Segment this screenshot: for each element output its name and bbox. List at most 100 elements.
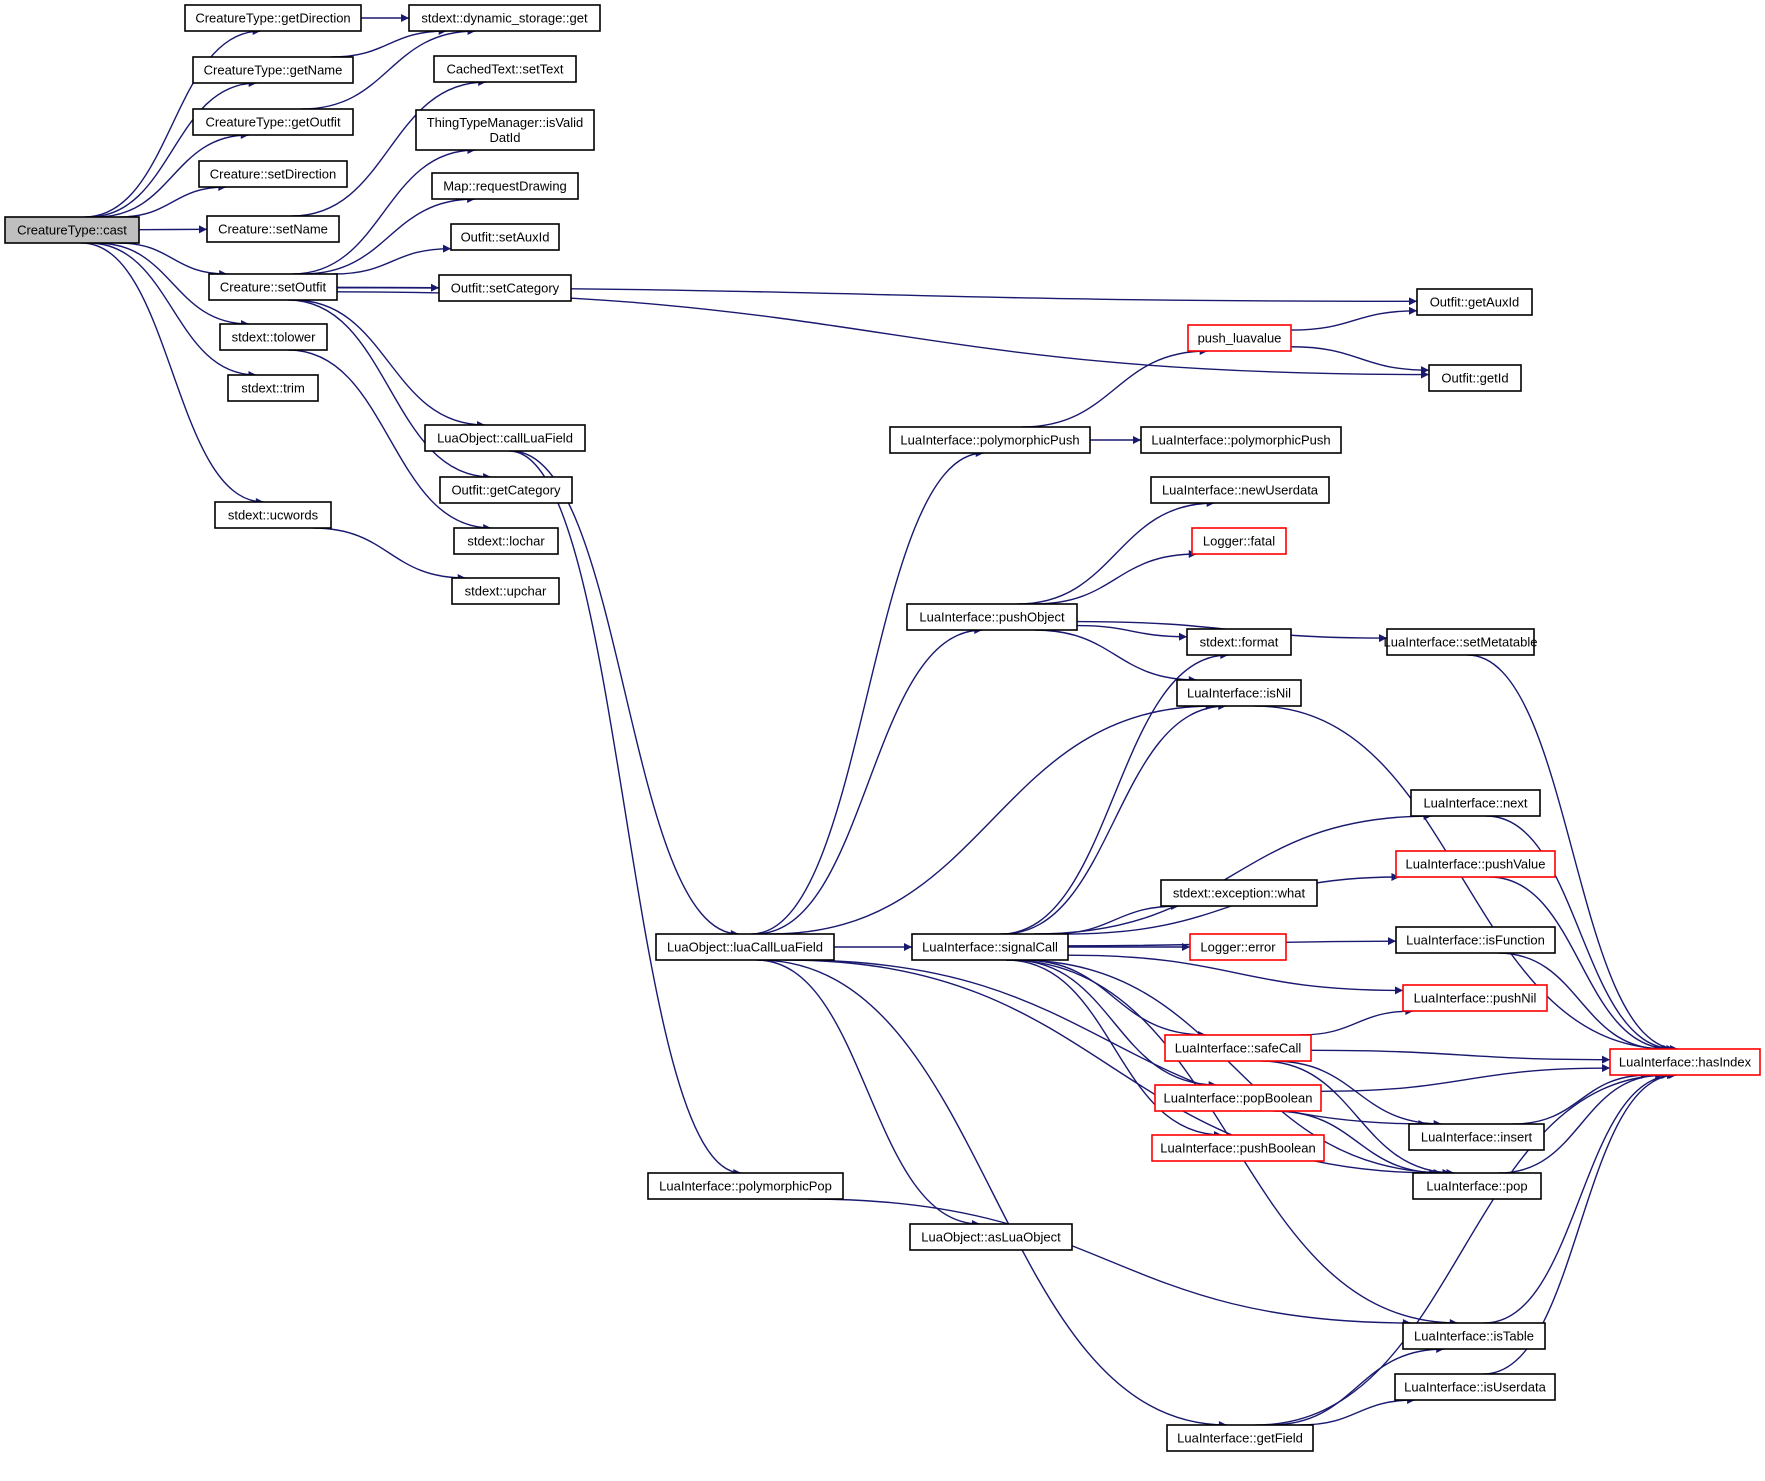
edge-polyPush1-to-push_luavalue bbox=[1021, 347, 1208, 428]
edge-signalCall-to-pushNil bbox=[1067, 954, 1404, 995]
node-luaCallLuaField[interactable]: LuaObject::luaCallLuaField bbox=[655, 933, 835, 961]
node-fatal[interactable]: Logger::fatal bbox=[1191, 527, 1287, 555]
edge-callLuaField-to-luaCallLuaField bbox=[511, 450, 739, 938]
node-getDirection[interactable]: CreatureType::getDirection bbox=[184, 4, 362, 32]
edge-cast-to-tolower bbox=[96, 242, 250, 328]
node-setName[interactable]: Creature::setName bbox=[206, 215, 340, 243]
node-setText[interactable]: CachedText::setText bbox=[433, 55, 577, 83]
node-label: stdext::tolower bbox=[232, 330, 316, 345]
node-what[interactable]: stdext::exception::what bbox=[1160, 879, 1318, 907]
node-getName[interactable]: CreatureType::getName bbox=[192, 56, 354, 84]
node-label: stdext::trim bbox=[241, 381, 305, 396]
node-label: Outfit::getId bbox=[1441, 371, 1508, 386]
node-label: LuaInterface::polymorphicPop bbox=[659, 1179, 832, 1194]
node-callLuaField[interactable]: LuaObject::callLuaField bbox=[424, 424, 586, 452]
edge-pushValue-to-hasIndex bbox=[1489, 876, 1672, 1053]
edge-pushObject-to-format bbox=[1076, 624, 1188, 641]
edge-safeCall-to-hasIndex bbox=[1310, 1049, 1611, 1064]
node-pushValue[interactable]: LuaInterface::pushValue bbox=[1395, 850, 1556, 878]
edge-cast-to-trim bbox=[88, 242, 257, 379]
node-push_luavalue[interactable]: push_luavalue bbox=[1187, 324, 1292, 352]
node-setAuxId[interactable]: Outfit::setAuxId bbox=[450, 223, 560, 251]
node-label: push_luavalue bbox=[1198, 331, 1282, 346]
edge-safeCall-to-pushNil bbox=[1299, 1007, 1414, 1036]
node-label: LuaInterface::pushNil bbox=[1414, 991, 1537, 1006]
node-label: Outfit::setAuxId bbox=[461, 230, 550, 245]
node-asLuaObject[interactable]: LuaObject::asLuaObject bbox=[909, 1223, 1073, 1251]
node-pop[interactable]: LuaInterface::pop bbox=[1412, 1172, 1542, 1200]
edge-popBoolean-to-pop bbox=[1273, 1110, 1442, 1177]
edge-isUserdata-to-hasIndex bbox=[1483, 1071, 1677, 1375]
node-label: Creature::setDirection bbox=[210, 167, 336, 182]
node-isNil[interactable]: LuaInterface::isNil bbox=[1176, 679, 1302, 707]
edges bbox=[81, 14, 1679, 1429]
node-pushNil[interactable]: LuaInterface::pushNil bbox=[1402, 984, 1548, 1012]
node-label: LuaInterface::next bbox=[1423, 796, 1527, 811]
node-getField[interactable]: LuaInterface::getField bbox=[1166, 1424, 1314, 1452]
edge-callLuaField-to-polymorphicPop bbox=[509, 450, 742, 1177]
node-safeCall[interactable]: LuaInterface::safeCall bbox=[1164, 1034, 1312, 1062]
node-insert[interactable]: LuaInterface::insert bbox=[1408, 1123, 1545, 1151]
node-pushObject[interactable]: LuaInterface::pushObject bbox=[906, 603, 1078, 631]
node-label: Map::requestDrawing bbox=[443, 179, 567, 194]
node-newUserdata[interactable]: LuaInterface::newUserdata bbox=[1150, 476, 1330, 504]
node-polyPush1[interactable]: LuaInterface::polymorphicPush bbox=[889, 426, 1091, 454]
node-label: CreatureType::cast bbox=[17, 223, 127, 238]
node-label: LuaObject::callLuaField bbox=[437, 431, 573, 446]
node-label: LuaInterface::isFunction bbox=[1406, 933, 1545, 948]
edge-cast-to-getDirection bbox=[84, 27, 261, 218]
node-next[interactable]: LuaInterface::next bbox=[1410, 789, 1541, 817]
edge-luaCallLuaField-to-pushObject bbox=[754, 626, 983, 935]
node-isTable[interactable]: LuaInterface::isTable bbox=[1402, 1322, 1546, 1350]
edge-setName-to-setText bbox=[291, 78, 487, 217]
node-setDirection[interactable]: Creature::setDirection bbox=[198, 160, 348, 188]
node-label: LuaInterface::pushValue bbox=[1406, 857, 1546, 872]
edge-next-to-hasIndex bbox=[1486, 815, 1675, 1053]
node-setCategory[interactable]: Outfit::setCategory bbox=[438, 274, 572, 302]
node-setMetatable[interactable]: LuaInterface::setMetatable bbox=[1384, 628, 1538, 656]
node-upchar[interactable]: stdext::upchar bbox=[451, 577, 560, 605]
node-getCategory[interactable]: Outfit::getCategory bbox=[439, 476, 573, 504]
node-label: Creature::setOutfit bbox=[220, 280, 327, 295]
node-popBoolean[interactable]: LuaInterface::popBoolean bbox=[1154, 1084, 1322, 1112]
node-signalCall[interactable]: LuaInterface::signalCall bbox=[911, 933, 1069, 961]
node-getId[interactable]: Outfit::getId bbox=[1428, 364, 1522, 392]
node-pushBoolean[interactable]: LuaInterface::pushBoolean bbox=[1151, 1134, 1325, 1162]
edge-ucwords-to-upchar bbox=[312, 527, 466, 582]
node-setOutfit[interactable]: Creature::setOutfit bbox=[208, 273, 338, 301]
edge-signalCall-to-pop bbox=[1016, 959, 1451, 1177]
node-label: stdext::format bbox=[1200, 635, 1279, 650]
node-cast[interactable]: CreatureType::cast bbox=[4, 216, 140, 244]
node-label: LuaInterface::isTable bbox=[1414, 1329, 1534, 1344]
node-dynget[interactable]: stdext::dynamic_storage::get bbox=[408, 4, 601, 32]
node-polyPush2[interactable]: LuaInterface::polymorphicPush bbox=[1140, 426, 1342, 454]
node-isFunction[interactable]: LuaInterface::isFunction bbox=[1395, 926, 1556, 954]
edge-pushObject-to-fatal bbox=[1034, 550, 1197, 605]
node-tolower[interactable]: stdext::tolower bbox=[219, 323, 328, 351]
node-label: Outfit::getAuxId bbox=[1430, 295, 1520, 310]
node-getAuxId[interactable]: Outfit::getAuxId bbox=[1416, 288, 1533, 316]
node-lochar[interactable]: stdext::lochar bbox=[453, 527, 559, 555]
edge-push_luavalue-to-getId bbox=[1290, 346, 1430, 375]
node-label: stdext::ucwords bbox=[228, 508, 319, 523]
node-hasIndex[interactable]: LuaInterface::hasIndex bbox=[1609, 1048, 1761, 1076]
node-format[interactable]: stdext::format bbox=[1186, 628, 1292, 656]
edge-getField-to-hasIndex bbox=[1255, 1071, 1670, 1426]
node-error[interactable]: Logger::error bbox=[1189, 933, 1287, 961]
node-ucwords[interactable]: stdext::ucwords bbox=[214, 501, 332, 529]
edge-signalCall-to-pushBoolean bbox=[1006, 959, 1222, 1139]
node-polymorphicPop[interactable]: LuaInterface::polymorphicPop bbox=[647, 1172, 844, 1200]
node-isUserdata[interactable]: LuaInterface::isUserdata bbox=[1394, 1373, 1556, 1401]
node-label: LuaInterface::getField bbox=[1177, 1431, 1303, 1446]
edge-polymorphicPop-to-isTable bbox=[808, 1198, 1411, 1327]
edge-setOutfit-to-getCategory bbox=[287, 299, 492, 481]
node-getOutfit[interactable]: CreatureType::getOutfit bbox=[192, 108, 354, 136]
node-label: LuaInterface::signalCall bbox=[922, 940, 1058, 955]
edge-push_luavalue-to-getAuxId bbox=[1290, 306, 1418, 331]
node-trim[interactable]: stdext::trim bbox=[227, 374, 319, 402]
node-label: LuaInterface::hasIndex bbox=[1619, 1055, 1752, 1070]
node-requestDrawing[interactable]: Map::requestDrawing bbox=[431, 172, 579, 200]
node-label: LuaInterface::polymorphicPush bbox=[1151, 433, 1330, 448]
